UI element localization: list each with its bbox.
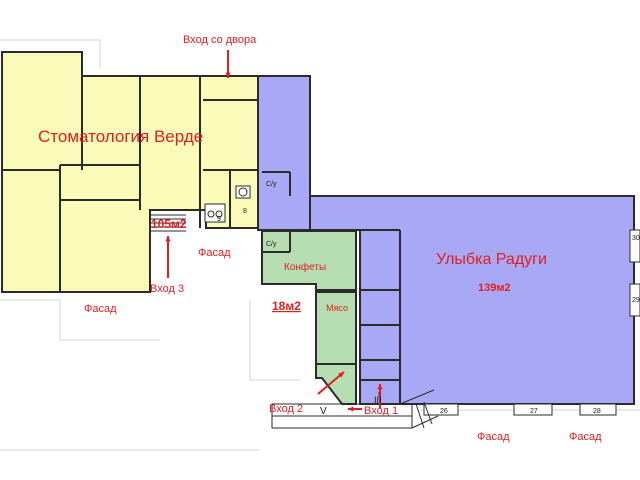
arrow-entrance-3 [165, 236, 171, 278]
arrow-entrance-1-left [348, 406, 362, 412]
stairs-entrance-1 [271, 389, 439, 429]
facade-right1-label: Фасад [477, 431, 510, 443]
room-roman-3: III [374, 395, 382, 405]
smile-area-label: 139м2 [478, 282, 511, 294]
window-26: 26 [440, 408, 448, 415]
window-edge-top: 30 [632, 235, 640, 242]
entrance-1-label: Вход 1 [364, 405, 398, 417]
window-28: 28 [593, 408, 601, 415]
facade-right2-label: Фасад [569, 431, 602, 443]
room-meat: Мясо [326, 303, 348, 313]
window-edge-bottom: 29 [632, 297, 640, 304]
sanitary-fixtures [204, 185, 251, 223]
dentistry-walls [1, 51, 259, 293]
facade-windows [423, 229, 640, 416]
smile-area [258, 76, 634, 404]
room-candy: Конфеты [284, 261, 326, 273]
dentistry-area [2, 52, 258, 292]
room-wc-top: С/у [266, 181, 277, 188]
room-number-8: 8 [243, 208, 247, 215]
room-wc-green: С/у [266, 241, 277, 248]
arrow-entrance-1-up [377, 384, 383, 408]
meat-area [316, 292, 356, 404]
room-roman-1: I [378, 392, 380, 399]
stairs-entrance-3 [150, 214, 186, 232]
room-number-9: 9 [217, 216, 221, 223]
room-roman-5: V [320, 406, 327, 417]
entrance-arrows [165, 50, 383, 412]
candy-area [262, 231, 356, 290]
arrow-yard [225, 50, 231, 78]
facade-left-label: Фасад [84, 303, 117, 315]
entrance-3-label: Вход 3 [150, 283, 184, 295]
facade-mid-label: Фасад [198, 247, 231, 259]
dentistry-area-label: 105м2 [151, 217, 187, 231]
arrow-entrance-2 [317, 371, 345, 395]
window-27: 27 [530, 408, 538, 415]
entrance-yard-label: Вход со двора [183, 34, 257, 46]
dentistry-zone [1, 51, 259, 293]
shop-zone [261, 230, 357, 405]
dentistry-title: Стоматология Верде [38, 127, 203, 146]
entrance-2-label: Вход 2 [269, 403, 303, 415]
smile-title: Улыбка Радуги [436, 251, 547, 268]
shop-area-label: 18м2 [272, 299, 301, 313]
